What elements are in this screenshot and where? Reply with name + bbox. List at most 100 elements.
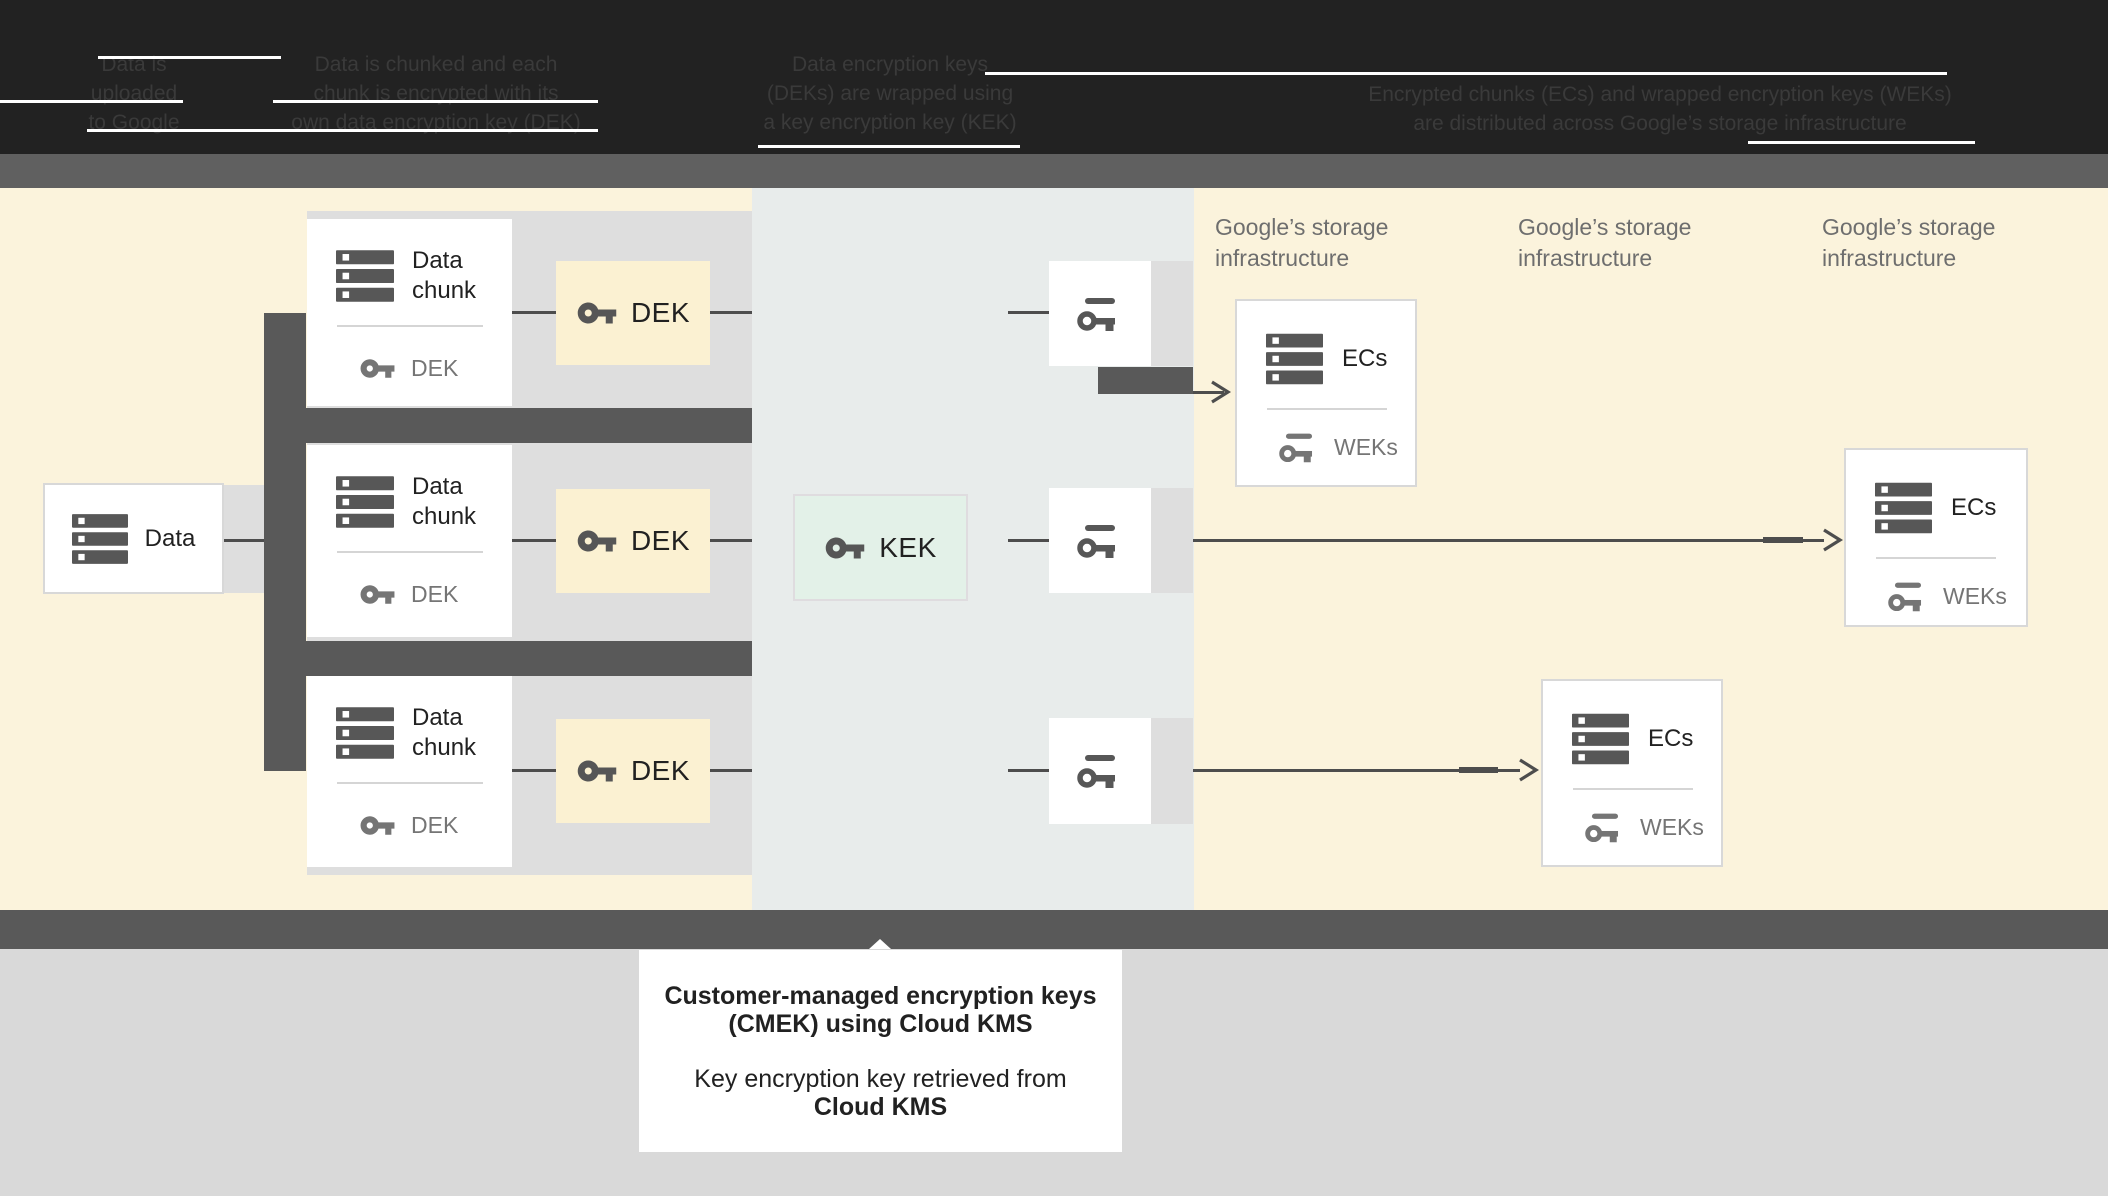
- dek-label: DEK: [630, 525, 691, 556]
- stack-icon: [71, 513, 128, 564]
- header-step-distribution: Encrypted chunks (ECs) and wrapped encry…: [1368, 83, 1952, 135]
- flow-arrowhead-icon: [1823, 528, 1844, 552]
- wrapped-key-icon: [1077, 755, 1115, 788]
- wrapped-key-icon: [1077, 297, 1115, 331]
- kek-label: KEK: [879, 531, 937, 563]
- wrapped-key-icon: [1888, 582, 1922, 612]
- flow-line: [1459, 767, 1498, 773]
- storage-label: Google’s storage infrastructure: [1822, 214, 1996, 271]
- stack-icon: [1572, 713, 1629, 765]
- header-underline: [98, 56, 281, 59]
- header-underline: [87, 129, 598, 132]
- data-box: Data: [43, 483, 224, 594]
- kek-box: KEK: [793, 494, 968, 601]
- chunk-dek-label: DEK: [411, 581, 459, 607]
- flow-line: [710, 539, 752, 542]
- chunk-dek-label: DEK: [411, 812, 459, 838]
- caption-box: Customer-managed encryption keys (CMEK) …: [639, 950, 1122, 1152]
- chunk-bracket-bar: [264, 641, 752, 676]
- bottom-bar: [0, 910, 2108, 949]
- header-strip: [0, 154, 2108, 188]
- wrapped-key-box: [1049, 718, 1151, 824]
- chunk-title: Data chunk: [412, 473, 477, 530]
- key-icon: [360, 585, 395, 604]
- dek-box: DEK: [556, 261, 710, 365]
- header-underline: [273, 100, 598, 103]
- chunk-dek-label: DEK: [411, 355, 459, 381]
- chunk-bracket-bar: [264, 408, 752, 443]
- data-chunk-box: Data chunk DEK: [307, 676, 512, 867]
- flow-line: [512, 311, 556, 314]
- header-step-upload: Data is uploaded to Google: [88, 53, 180, 134]
- header-step-chunking: Data is chunked and each chunk is encryp…: [291, 53, 581, 134]
- ecs-title: ECs: [1342, 345, 1388, 372]
- flow-line: [512, 769, 556, 772]
- dek-box: DEK: [556, 719, 710, 823]
- dek-label: DEK: [630, 297, 691, 328]
- flow-line: [1151, 539, 1824, 542]
- flow-line: [1008, 311, 1049, 314]
- header-underline: [1748, 141, 1975, 144]
- weks-label: WEKs: [1640, 814, 1704, 840]
- caption-line-2: (CMEK) using Cloud KMS: [728, 1010, 1033, 1038]
- flow-line: [512, 539, 556, 542]
- wrapped-dek-connector: [1098, 367, 1193, 394]
- flow-arrowhead-icon: [1519, 758, 1540, 782]
- wrapped-key-box: [1049, 261, 1151, 366]
- stack-icon: [336, 707, 394, 759]
- wrapped-key-box: [1049, 488, 1151, 593]
- header-step-wrapping: Data encryption keys (DEKs) are wrapped …: [763, 53, 1017, 134]
- key-box-tab: [1151, 261, 1193, 366]
- flow-line: [1151, 769, 1520, 772]
- key-box-tab: [1151, 718, 1193, 824]
- data-box-label: Data: [144, 524, 196, 552]
- stack-icon: [336, 476, 394, 528]
- header-underline: [985, 72, 1947, 75]
- caption-pointer: [869, 939, 891, 949]
- key-icon: [360, 359, 395, 378]
- dek-label: DEK: [630, 755, 691, 786]
- chunk-title: Data chunk: [412, 247, 477, 304]
- flow-line: [1763, 537, 1803, 543]
- key-icon: [577, 760, 617, 782]
- wrapped-key-icon: [1585, 813, 1619, 843]
- flow-line: [710, 311, 752, 314]
- ecs-title: ECs: [1951, 494, 1997, 521]
- stack-icon: [1875, 482, 1932, 534]
- key-icon: [825, 537, 865, 558]
- ecs-box: ECs WEKs: [1541, 679, 1723, 867]
- data-chunk-box: Data chunk DEK: [307, 219, 512, 406]
- caption-line-3: Key encryption key retrieved from: [694, 1065, 1067, 1093]
- flow-line: [710, 769, 752, 772]
- chunk-divider: [337, 325, 483, 327]
- ecs-title: ECs: [1648, 725, 1694, 752]
- dek-box: DEK: [556, 489, 710, 593]
- chunk-divider: [337, 551, 483, 553]
- flow-arrowhead-icon: [1211, 380, 1232, 404]
- chunk-divider: [337, 782, 483, 784]
- chunk-title: Data chunk: [412, 704, 477, 761]
- header-underline: [758, 145, 1020, 148]
- caption-line-1: Customer-managed encryption keys: [664, 982, 1097, 1010]
- ecs-box: ECs WEKs: [1235, 299, 1417, 487]
- key-icon: [360, 816, 395, 835]
- flow-line: [1008, 769, 1049, 772]
- header-underline: [0, 100, 183, 103]
- stack-icon: [336, 250, 394, 302]
- ecs-divider: [1573, 788, 1693, 790]
- key-icon: [577, 302, 617, 324]
- ecs-box: ECs WEKs: [1844, 448, 2028, 627]
- key-icon: [577, 530, 617, 552]
- weks-label: WEKs: [1943, 583, 2007, 609]
- key-box-tab: [1151, 488, 1193, 593]
- wrapped-key-icon: [1279, 433, 1313, 463]
- caption-line-4: Cloud KMS: [813, 1093, 948, 1121]
- data-chunk-box: Data chunk DEK: [307, 445, 512, 637]
- flow-line: [1008, 539, 1049, 542]
- chunk-bracket-vertical: [264, 313, 306, 771]
- wrapped-key-icon: [1077, 524, 1115, 558]
- storage-label: Google’s storage infrastructure: [1518, 214, 1692, 271]
- flow-line: [224, 539, 264, 542]
- ecs-divider: [1876, 557, 1996, 559]
